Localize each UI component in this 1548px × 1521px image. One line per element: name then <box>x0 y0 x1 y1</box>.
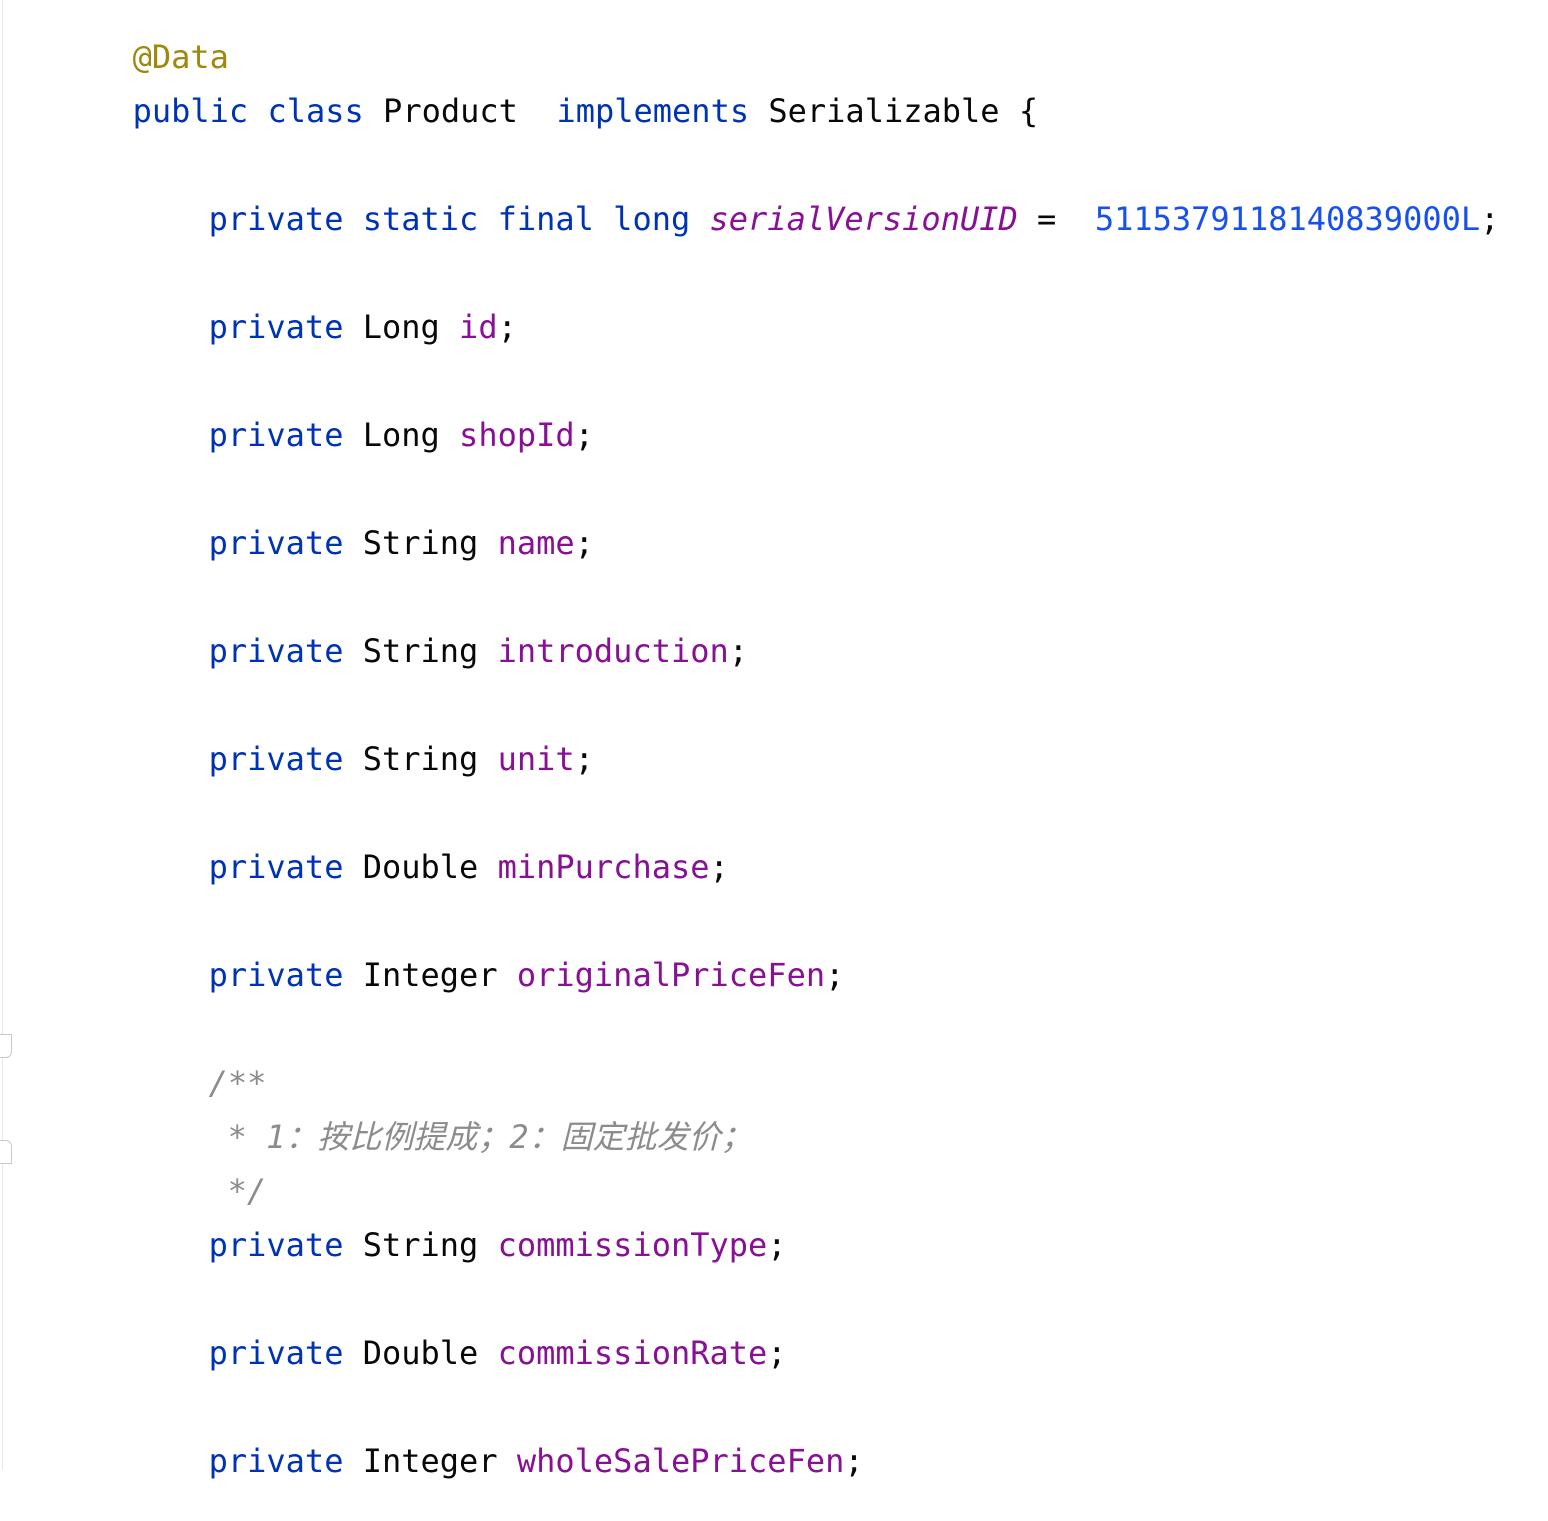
field-line: private String commissionType; <box>17 1185 787 1264</box>
field-modifier: private <box>208 632 344 670</box>
semicolon: ; <box>728 632 749 670</box>
field-line: private String introduction; <box>17 591 748 670</box>
field-name: id <box>459 308 498 346</box>
open-brace: { <box>1018 92 1039 130</box>
keyword-class: class <box>267 92 364 130</box>
field-modifier: private <box>208 956 344 994</box>
class-name: Product <box>383 92 518 130</box>
semicolon: ; <box>574 416 594 454</box>
gutter-divider <box>2 0 3 1470</box>
annotation: @Data <box>132 38 229 76</box>
field-type: Integer <box>362 1442 498 1480</box>
field-line: private String name; <box>17 483 594 562</box>
class-declaration-line: public class Product implements Serializ… <box>17 51 1038 130</box>
semicolon: ; <box>574 524 594 562</box>
field-line: private Double commissionRate; <box>17 1293 787 1372</box>
field-name: commissionType <box>497 1226 768 1264</box>
field-type: Integer <box>362 956 498 994</box>
keyword-final: final <box>497 200 594 238</box>
serial-field-name: serialVersionUID <box>709 200 1018 238</box>
serial-value: 5115379118140839000L <box>1094 200 1481 238</box>
doc-comment-open: /** <box>208 1064 267 1102</box>
code-area[interactable]: @Data public class Product implements Se… <box>17 0 1500 1480</box>
field-name: minPurchase <box>497 848 710 886</box>
semicolon: ; <box>844 1442 864 1480</box>
field-name: name <box>497 524 575 562</box>
doc-comment-body-line: * 1：按比例提成；2：固定批发价； <box>17 1077 753 1156</box>
field-line: private Integer wholeSalePriceFen; <box>17 1401 864 1480</box>
interface-name: Serializable <box>768 92 1000 130</box>
field-type: Double <box>362 1334 479 1372</box>
field-type: String <box>362 1226 479 1264</box>
keyword-static: static <box>362 200 479 238</box>
field-line: private Integer originalPriceFen; <box>17 915 845 994</box>
fold-end-icon[interactable] <box>0 1140 12 1164</box>
semicolon: ; <box>574 740 594 778</box>
field-name: shopId <box>459 416 575 454</box>
field-name: originalPriceFen <box>516 956 826 994</box>
serial-version-line: private static final long serialVersionU… <box>17 159 1500 238</box>
field-line: private Long shopId; <box>17 375 594 454</box>
fold-start-icon[interactable] <box>0 1034 12 1058</box>
field-line: private Long id; <box>17 267 517 346</box>
keyword-public: public <box>132 92 249 130</box>
field-modifier: private <box>208 1334 344 1372</box>
field-name: introduction <box>497 632 729 670</box>
field-line: private String unit; <box>17 699 594 778</box>
semicolon: ; <box>1480 200 1500 238</box>
field-modifier: private <box>208 1226 344 1264</box>
field-modifier: private <box>208 308 344 346</box>
field-name: commissionRate <box>497 1334 768 1372</box>
field-type: String <box>362 524 479 562</box>
keyword-long: long <box>613 200 691 238</box>
doc-comment-open-line: /** <box>17 1023 267 1102</box>
semicolon: ; <box>767 1334 787 1372</box>
annotation-line: @Data <box>17 0 229 76</box>
keyword-private: private <box>208 200 344 238</box>
field-type: String <box>362 632 479 670</box>
field-modifier: private <box>208 1442 344 1480</box>
field-modifier: private <box>208 848 344 886</box>
semicolon: ; <box>709 848 729 886</box>
field-modifier: private <box>208 740 344 778</box>
semicolon: ; <box>767 1226 787 1264</box>
field-line: private Double minPurchase; <box>17 807 729 886</box>
field-type: Double <box>362 848 479 886</box>
semicolon: ; <box>825 956 845 994</box>
doc-comment-close: */ <box>227 1172 267 1210</box>
doc-comment-close-line: */ <box>17 1131 267 1210</box>
assign-operator: = <box>1037 200 1057 238</box>
keyword-implements: implements <box>556 92 750 130</box>
field-type: Long <box>362 416 440 454</box>
field-modifier: private <box>208 524 344 562</box>
field-name: wholeSalePriceFen <box>516 1442 845 1480</box>
doc-comment-body: * 1：按比例提成；2：固定批发价； <box>227 1118 753 1156</box>
field-type: String <box>362 740 479 778</box>
field-modifier: private <box>208 416 344 454</box>
code-editor[interactable]: @Data public class Product implements Se… <box>0 0 1548 1480</box>
field-name: unit <box>497 740 575 778</box>
semicolon: ; <box>497 308 517 346</box>
field-type: Long <box>362 308 440 346</box>
